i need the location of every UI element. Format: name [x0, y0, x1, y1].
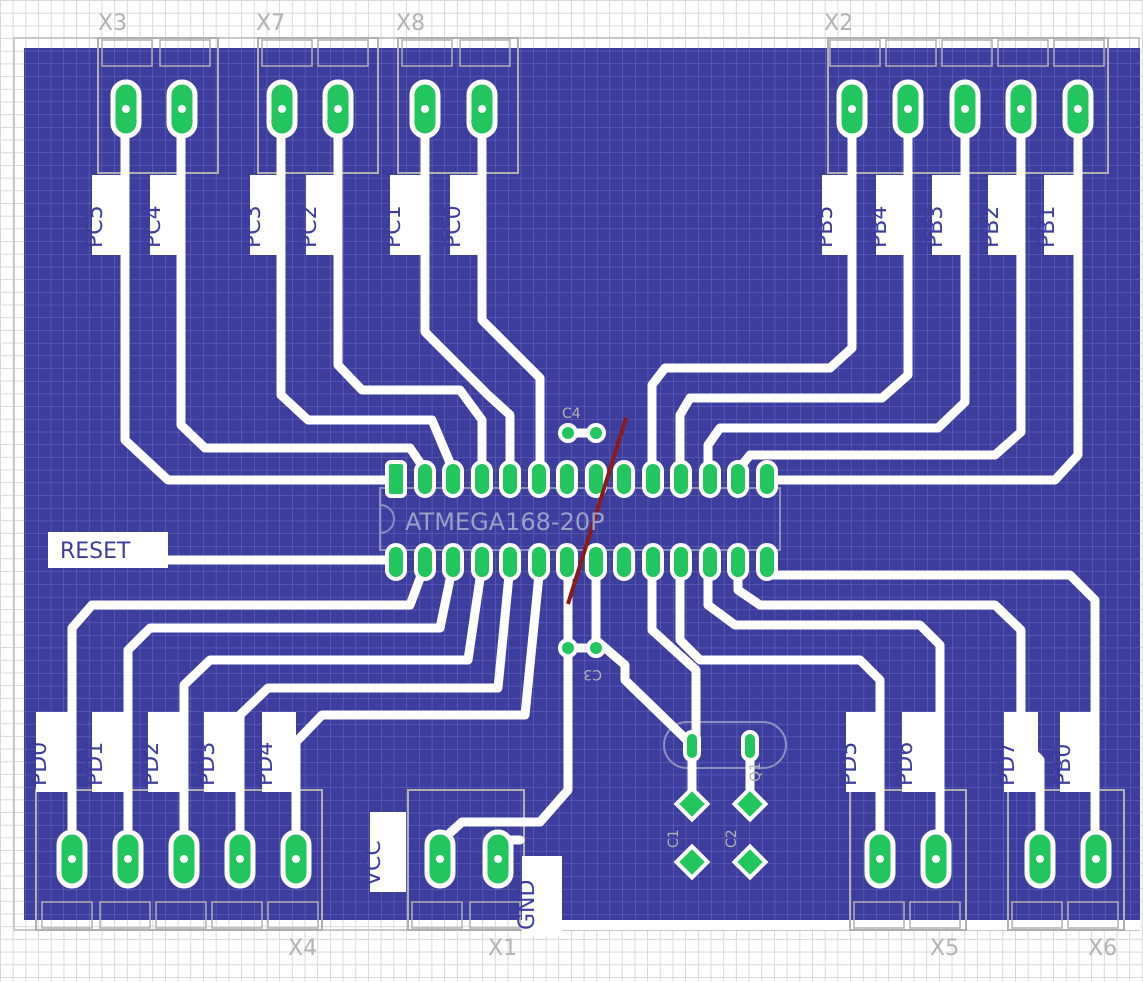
label-pd6: PD6 — [893, 742, 918, 786]
label-vcc: VCC — [361, 840, 386, 886]
label-pc3: PC3 — [241, 205, 266, 248]
label-x4: X4 — [288, 936, 317, 961]
chip-outline — [379, 487, 781, 551]
label-backgrounds — [36, 175, 1094, 936]
label-pb5: PB5 — [813, 206, 838, 248]
component-pads — [558, 423, 769, 881]
label-c3: C3 — [583, 666, 602, 682]
label-pd5: PD5 — [837, 742, 862, 786]
label-pc2: PC2 — [297, 205, 322, 248]
label-c2: C2 — [724, 829, 740, 848]
traces — [55, 105, 1100, 863]
label-pb3: PB3 — [923, 206, 948, 248]
connector-screws — [41, 39, 1119, 929]
label-c1: C1 — [666, 829, 682, 848]
label-pd3: PD3 — [195, 742, 220, 786]
pin-labels-top: PC5 PC4 PC3 PC2 PC1 PC0 PB5 PB4 PB3 PB2 … — [83, 205, 1060, 248]
label-pd4: PD4 — [253, 742, 278, 786]
chip-notch — [379, 504, 395, 534]
pad-holes — [68, 105, 1100, 863]
label-pd1: PD1 — [83, 742, 108, 786]
label-pd2: PD2 — [139, 742, 164, 786]
airwire — [566, 417, 628, 605]
label-c4: C4 — [562, 406, 581, 422]
label-pc4: PC4 — [141, 205, 166, 248]
label-gnd: GND — [515, 880, 540, 930]
label-pb1: PB1 — [1035, 206, 1060, 248]
label-reset: RESET — [60, 539, 131, 564]
label-pb0: PB0 — [1051, 744, 1076, 786]
label-pc5: PC5 — [83, 205, 108, 248]
crystal-outline — [663, 721, 787, 769]
label-x8: X8 — [396, 11, 425, 36]
label-pb2: PB2 — [979, 206, 1004, 248]
label-pc1: PC1 — [381, 205, 406, 248]
label-x7: X7 — [256, 11, 285, 36]
chip-label: ATMEGA168-20P — [405, 508, 605, 536]
label-x6: X6 — [1088, 936, 1117, 961]
label-pc0: PC0 — [441, 205, 466, 248]
label-x5: X5 — [930, 936, 959, 961]
label-x3: X3 — [98, 11, 127, 36]
pin-labels-bottom: RESET PD0 PD1 PD2 PD3 PD4 VCC GND PD5 PD… — [27, 539, 1076, 930]
label-q1: Q1 — [748, 762, 764, 782]
label-pd0: PD0 — [27, 742, 52, 786]
label-pb4: PB4 — [867, 206, 892, 248]
label-pd7: PD7 — [995, 742, 1020, 786]
label-x1: X1 — [488, 936, 517, 961]
chip-pads — [385, 460, 778, 581]
label-x2: X2 — [824, 11, 853, 36]
